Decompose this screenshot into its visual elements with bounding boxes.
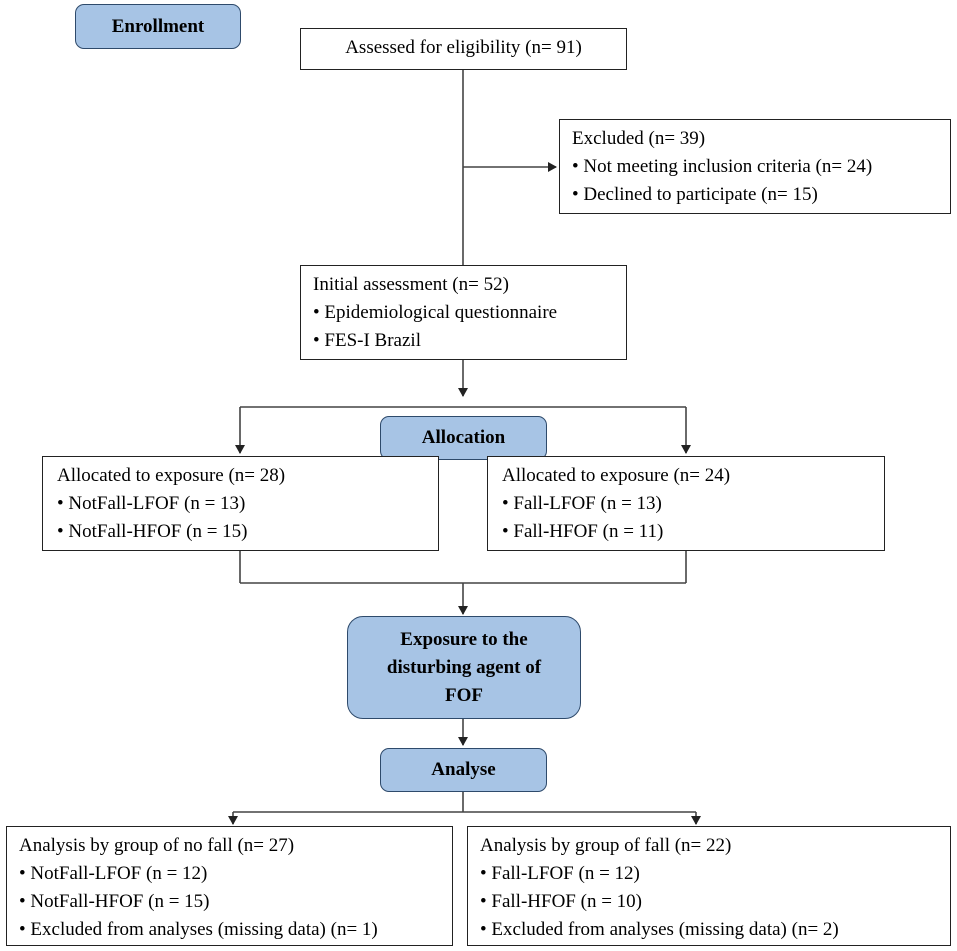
excluded-box: Excluded (n= 39) • Not meeting inclusion… bbox=[559, 119, 951, 214]
analyse-label: Analyse bbox=[431, 759, 496, 780]
excluded-title: Excluded (n= 39) bbox=[572, 128, 706, 149]
exposure-line-2: disturbing agent of bbox=[386, 656, 542, 678]
excluded-item: • Declined to participate (n= 15) bbox=[572, 184, 818, 205]
analysis-left-title: Analysis by group of no fall (n= 27) bbox=[19, 835, 295, 856]
allocated-right-box: Allocated to exposure (n= 24) • Fall-LFO… bbox=[487, 456, 885, 551]
assessed-text: Assessed for eligibility (n= 91) bbox=[345, 37, 582, 58]
analysis-right-item: • Fall-LFOF (n = 12) bbox=[480, 863, 640, 884]
allocated-left-title: Allocated to exposure (n= 28) bbox=[57, 465, 286, 486]
exposure-line-1: Exposure to the bbox=[400, 628, 528, 650]
initial-assessment-box: Initial assessment (n= 52) • Epidemiolog… bbox=[300, 265, 627, 360]
assessed-box: Assessed for eligibility (n= 91) bbox=[300, 28, 627, 70]
analyse-stage: Analyse bbox=[380, 748, 547, 792]
analysis-left-item: • NotFall-LFOF (n = 12) bbox=[19, 863, 208, 884]
analysis-left-item: • Excluded from analyses (missing data) … bbox=[19, 919, 378, 940]
exposure-line-3: FOF bbox=[444, 684, 483, 706]
initial-item: • FES-I Brazil bbox=[313, 330, 421, 351]
allocated-left-item: • NotFall-HFOF (n = 15) bbox=[57, 521, 248, 542]
allocated-left-item: • NotFall-LFOF (n = 13) bbox=[57, 493, 246, 514]
analysis-left-item: • NotFall-HFOF (n = 15) bbox=[19, 891, 210, 912]
enrollment-label: Enrollment bbox=[111, 15, 205, 37]
allocated-left-box: Allocated to exposure (n= 28) • NotFall-… bbox=[42, 456, 439, 551]
analysis-left-box: Analysis by group of no fall (n= 27) • N… bbox=[6, 826, 453, 946]
excluded-item: • Not meeting inclusion criteria (n= 24) bbox=[572, 156, 873, 177]
allocated-right-title: Allocated to exposure (n= 24) bbox=[502, 465, 731, 486]
analysis-right-item: • Excluded from analyses (missing data) … bbox=[480, 919, 839, 940]
enrollment-stage: Enrollment bbox=[75, 4, 241, 49]
initial-title: Initial assessment (n= 52) bbox=[313, 274, 509, 295]
analysis-right-box: Analysis by group of fall (n= 22) • Fall… bbox=[467, 826, 951, 946]
analysis-right-item: • Fall-HFOF (n = 10) bbox=[480, 891, 642, 912]
analysis-right-title: Analysis by group of fall (n= 22) bbox=[480, 835, 732, 856]
initial-item: • Epidemiological questionnaire bbox=[313, 302, 558, 323]
allocated-right-item: • Fall-LFOF (n = 13) bbox=[502, 493, 662, 514]
allocated-right-item: • Fall-HFOF (n = 11) bbox=[502, 521, 664, 542]
allocation-label: Allocation bbox=[421, 427, 506, 448]
exposure-stage: Exposure to the disturbing agent of FOF bbox=[347, 616, 581, 719]
allocation-stage: Allocation bbox=[380, 416, 547, 460]
